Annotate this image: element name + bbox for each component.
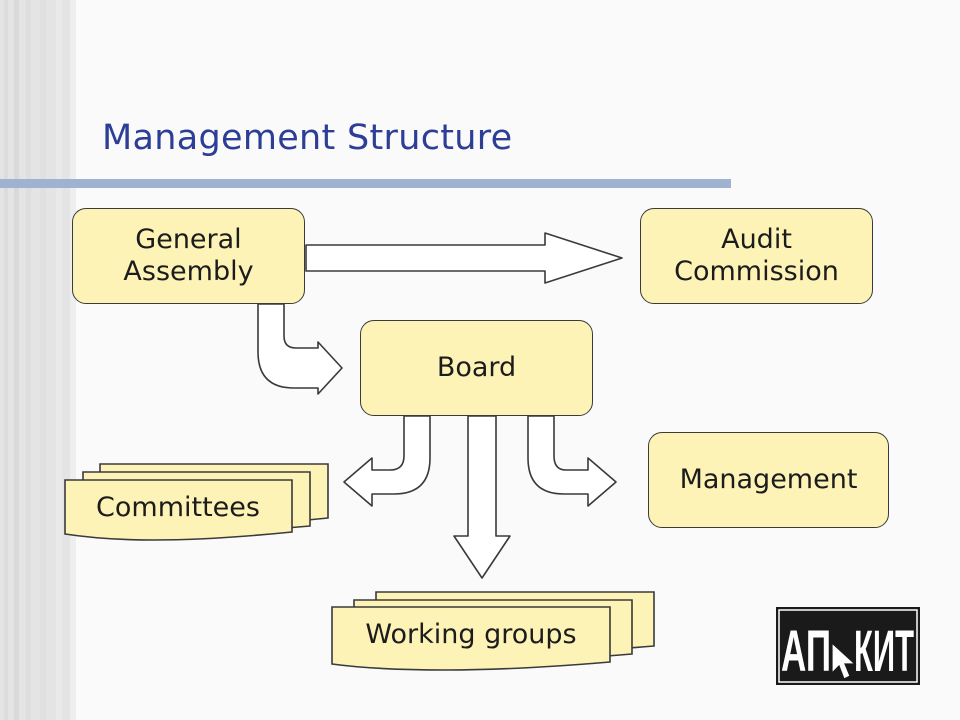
arrow-assembly-to-audit (305, 232, 623, 284)
working-groups-stack (331, 591, 655, 671)
audit-commission-box: Audit Commission (640, 208, 873, 304)
arrow-board-to-working-groups (453, 415, 511, 579)
cursor-icon (831, 641, 857, 680)
working-groups-label: Working groups (365, 619, 577, 650)
audit-commission-label: Audit Commission (674, 224, 839, 287)
committees-stack (64, 463, 329, 541)
logo-text-right: КИТ (854, 619, 914, 684)
board-label: Board (436, 352, 517, 384)
slide-title: Management Structure (102, 118, 513, 158)
arrow-board-to-committees (343, 415, 431, 507)
apkit-logo: АП КИТ (776, 607, 920, 685)
general-assembly-box: General Assembly (72, 208, 305, 304)
title-underline (0, 179, 731, 188)
logo-text-left: АП (781, 619, 831, 684)
general-assembly-label: General Assembly (123, 224, 254, 287)
management-box: Management (648, 432, 889, 528)
arrow-board-to-management (527, 415, 617, 507)
arrow-assembly-to-board (257, 303, 343, 395)
committees-label: Committees (96, 492, 260, 523)
management-label: Management (679, 464, 858, 496)
board-box: Board (360, 320, 593, 416)
